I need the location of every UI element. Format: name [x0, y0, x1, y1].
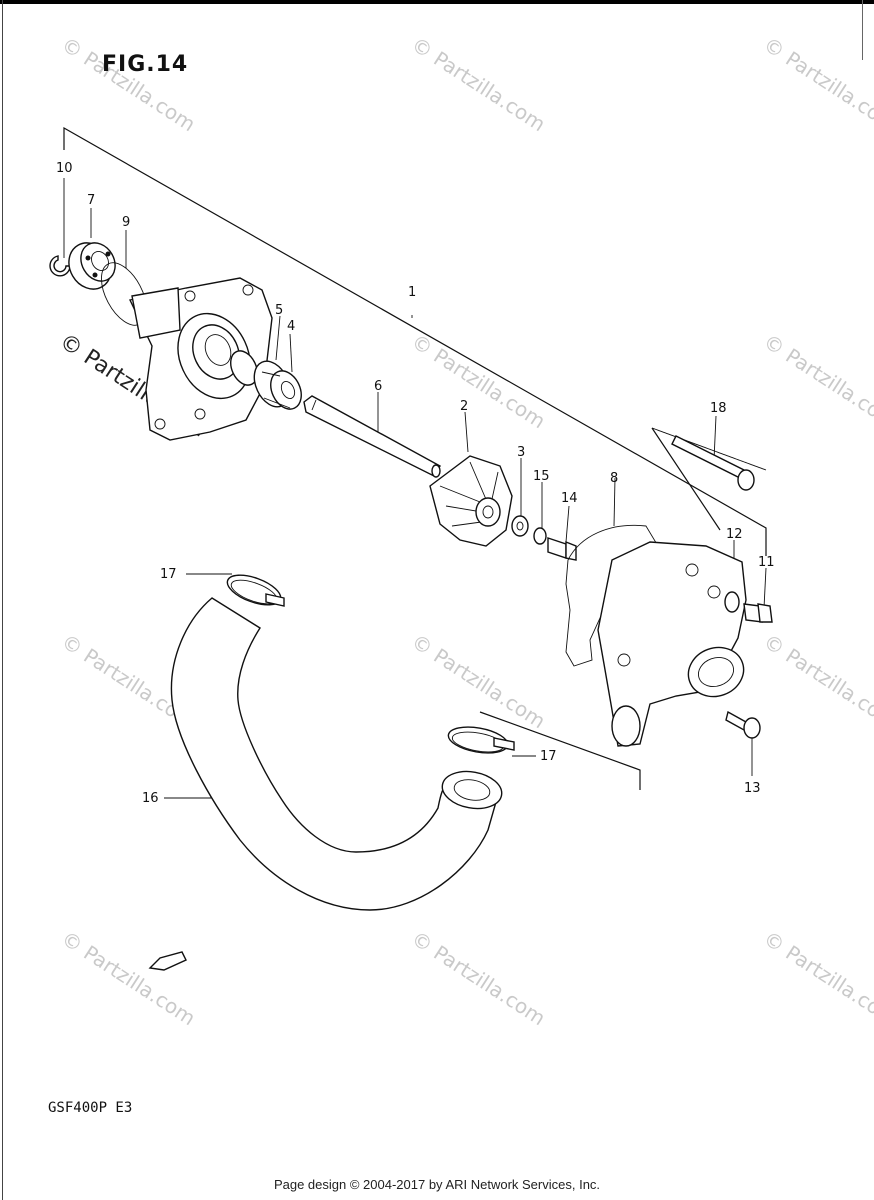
washer-part-12 [724, 591, 740, 613]
pump-body [128, 277, 273, 441]
callout-2: 2 [460, 399, 468, 414]
top-border [0, 0, 874, 4]
seal-part-5 [230, 350, 258, 386]
footer-credit: Page design © 2004-2017 by ARI Network S… [273, 1177, 601, 1192]
callout-15: 15 [533, 469, 550, 484]
bolt-part-18 [671, 435, 755, 491]
watermark: © Partzilla.com [759, 32, 874, 136]
watermark: © Partzilla.com [759, 629, 874, 733]
washer-part-3 [511, 515, 529, 537]
callout-5: 5 [275, 303, 283, 318]
callout-11: 11 [758, 555, 775, 570]
callout-17-lower: 17 [540, 749, 557, 764]
clamp-part-17-upper [226, 574, 285, 607]
callout-9: 9 [122, 215, 130, 230]
impeller-part-2 [429, 455, 513, 547]
callout-6: 6 [374, 379, 382, 394]
hose-part-16 [170, 597, 503, 911]
callout-4: 4 [287, 319, 295, 334]
watermark: © Partzilla.com [407, 926, 550, 1030]
callout-3: 3 [517, 445, 525, 460]
callout-17-upper: 17 [160, 567, 177, 582]
pump-cover [597, 541, 747, 747]
callouts: 10 7 9 1 5 4 6 2 18 3 8 15 14 12 11 17 1… [56, 161, 775, 806]
callout-8: 8 [610, 471, 618, 486]
leader-lines [63, 178, 767, 799]
watermark: © Partzilla.com [759, 926, 874, 1030]
left-border [2, 0, 3, 1200]
callout-18: 18 [710, 401, 727, 416]
assembly-bracket [63, 126, 767, 790]
callout-10: 10 [56, 161, 73, 176]
watermark: © Partzilla.com [407, 329, 550, 433]
callout-1: 1 [408, 285, 416, 300]
callout-16: 16 [142, 791, 159, 806]
bearing-part-7 [68, 242, 116, 290]
callout-13: 13 [744, 781, 761, 796]
watermark: © Partzilla.com [407, 32, 550, 136]
callout-7: 7 [87, 193, 95, 208]
clamp-part-17-lower [447, 726, 515, 754]
figure-title: FIG.14 [102, 52, 189, 77]
circlip-part-10 [49, 255, 71, 277]
right-border [862, 0, 863, 60]
fwd-badge: FWD [148, 951, 187, 971]
callout-12: 12 [726, 527, 743, 542]
mechanical-seal-part-4 [253, 360, 302, 410]
bolt-part-14 [547, 537, 577, 561]
washer-part-15 [533, 527, 547, 545]
callout-14: 14 [561, 491, 578, 506]
watermark: © Partzilla.com [57, 32, 200, 136]
watermark: © Partzilla.com [407, 629, 550, 733]
bolt-part-13 [725, 710, 761, 739]
bolt-part-11 [743, 603, 773, 623]
model-code: GSF400P E3 [48, 1100, 133, 1116]
watermark: © Partzilla.com [759, 329, 874, 433]
gasket-part-8 [565, 524, 659, 667]
shaft-part-6 [303, 395, 441, 478]
watermark: © Partzilla.com [57, 926, 200, 1030]
